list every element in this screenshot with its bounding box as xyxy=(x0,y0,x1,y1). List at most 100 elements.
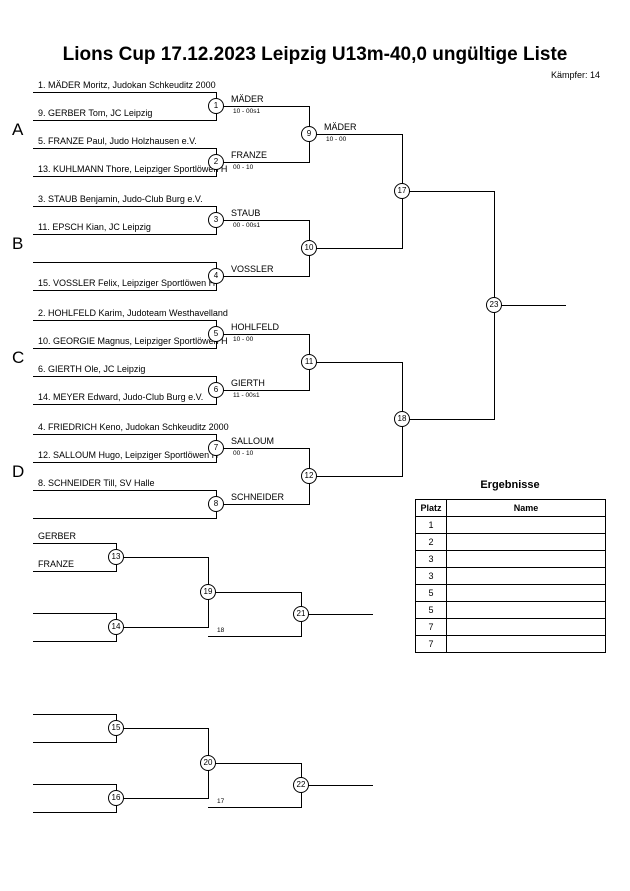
repechage-source-note: 18 xyxy=(217,627,225,634)
results-row: 7 xyxy=(415,618,606,636)
name-cell[interactable] xyxy=(446,618,606,636)
match-node: 12 xyxy=(301,468,317,484)
col-place-header: Platz xyxy=(415,499,447,517)
round1-winner: HOHLFELD xyxy=(231,322,280,332)
repechage-node: 20 xyxy=(200,755,216,771)
winner-line xyxy=(216,504,309,505)
repechage-entry-line xyxy=(33,571,116,572)
entry-line xyxy=(33,234,216,235)
results-row: 3 xyxy=(415,567,606,585)
name-cell[interactable] xyxy=(446,550,606,568)
entry-line xyxy=(33,92,216,93)
round1-winner: STAUB xyxy=(231,208,261,218)
entry-name: 3. STAUB Benjamin, Judo-Club Burg e.V. xyxy=(38,194,203,204)
match-node: 10 xyxy=(301,240,317,256)
results-row: 1 xyxy=(415,516,606,534)
match-node: 2 xyxy=(208,154,224,170)
repechage-entry-line xyxy=(33,641,116,642)
winner-line xyxy=(216,162,309,163)
match-node: 7 xyxy=(208,440,224,456)
bronze-line xyxy=(301,614,373,615)
repechage-node: 19 xyxy=(200,584,216,600)
round1-score: 11 - 00s1 xyxy=(233,392,260,399)
round1-score: 10 - 00s1 xyxy=(233,108,261,115)
repechage-line xyxy=(116,557,208,558)
entry-line xyxy=(33,404,216,405)
winner-line xyxy=(216,390,309,391)
repechage-name: FRANZE xyxy=(38,559,74,569)
repechage-entry-line xyxy=(33,613,116,614)
winner-line xyxy=(216,276,309,277)
winner-line xyxy=(309,134,402,135)
winner-line xyxy=(216,220,309,221)
entry-name: 4. FRIEDRICH Keno, Judokan Schkeuditz 20… xyxy=(38,422,229,432)
entry-name: 10. GEORGIE Magnus, Leipziger Sportlöwen… xyxy=(38,336,228,346)
round1-score: 00 - 10 xyxy=(233,450,254,457)
pool-label-c: C xyxy=(12,348,25,367)
repechage-line xyxy=(208,807,301,808)
name-cell[interactable] xyxy=(446,635,606,653)
entry-line xyxy=(33,348,216,349)
match-node: 11 xyxy=(301,354,317,370)
results-row: 7 xyxy=(415,635,606,653)
place-cell: 5 xyxy=(415,601,447,619)
round1-winner: SALLOUM xyxy=(231,436,275,446)
repechage-node: 14 xyxy=(108,619,124,635)
winner-line xyxy=(216,106,309,107)
place-cell: 2 xyxy=(415,533,447,551)
entry-name: 13. KUHLMANN Thore, Leipziger Sportlöwen… xyxy=(38,164,228,174)
entry-name: 8. SCHNEIDER Till, SV Halle xyxy=(38,478,155,488)
name-cell[interactable] xyxy=(446,584,606,602)
fighter-count: Kämpfer: 14 xyxy=(550,70,600,80)
entry-name: 15. VOSSLER Felix, Leipziger Sportlöwen … xyxy=(38,278,216,288)
place-cell: 7 xyxy=(415,635,447,653)
entry-name: 11. EPSCH Kian, JC Leipzig xyxy=(38,222,151,232)
winner-line xyxy=(309,248,402,249)
round1-score: 00 - 00s1 xyxy=(233,222,261,229)
place-cell: 3 xyxy=(415,567,447,585)
place-cell: 1 xyxy=(415,516,447,534)
name-cell[interactable] xyxy=(446,516,606,534)
name-cell[interactable] xyxy=(446,533,606,551)
repechage-line xyxy=(208,592,301,593)
name-cell[interactable] xyxy=(446,601,606,619)
pool-label-b: B xyxy=(12,234,24,253)
match-node: 3 xyxy=(208,212,224,228)
bronze-node: 21 xyxy=(293,606,309,622)
entry-line xyxy=(33,320,216,321)
winner-line xyxy=(402,191,494,192)
round2-winner: MÄDER xyxy=(324,122,357,132)
results-row: 3 xyxy=(415,550,606,568)
match-node: 9 xyxy=(301,126,317,142)
match-node: 5 xyxy=(208,326,224,342)
entry-line xyxy=(33,148,216,149)
round1-score: 00 - 10 xyxy=(233,164,254,171)
entry-name: 1. MÄDER Moritz, Judokan Schkeuditz 2000 xyxy=(38,80,216,90)
match-node: 18 xyxy=(394,411,410,427)
winner-line xyxy=(216,334,309,335)
entry-line xyxy=(33,206,216,207)
repechage-source-note: 17 xyxy=(217,798,225,805)
entry-line xyxy=(33,290,216,291)
entry-line xyxy=(33,120,216,121)
final-node: 23 xyxy=(486,297,502,313)
pool-label-d: D xyxy=(12,462,25,481)
entry-line xyxy=(33,462,216,463)
entry-name: 6. GIERTH Ole, JC Leipzig xyxy=(38,364,146,374)
results-title: Ergebnisse xyxy=(480,479,540,491)
page-title: Lions Cup 17.12.2023 Leipzig U13m-40,0 u… xyxy=(62,44,568,65)
repechage-name: GERBER xyxy=(38,531,77,541)
name-cell[interactable] xyxy=(446,567,606,585)
repechage-entry-line xyxy=(33,812,116,813)
winner-line xyxy=(402,419,494,420)
final-line xyxy=(494,305,566,306)
repechage-line xyxy=(116,798,208,799)
place-cell: 3 xyxy=(415,550,447,568)
repechage-node: 13 xyxy=(108,549,124,565)
entry-line xyxy=(33,262,216,263)
pool-label-a: A xyxy=(12,120,24,139)
entry-name: 5. FRANZE Paul, Judo Holzhausen e.V. xyxy=(38,136,197,146)
entry-name: 12. SALLOUM Hugo, Leipziger Sportlöwen H xyxy=(38,450,219,460)
round1-winner: MÄDER xyxy=(231,94,264,104)
bronze-line xyxy=(301,785,373,786)
